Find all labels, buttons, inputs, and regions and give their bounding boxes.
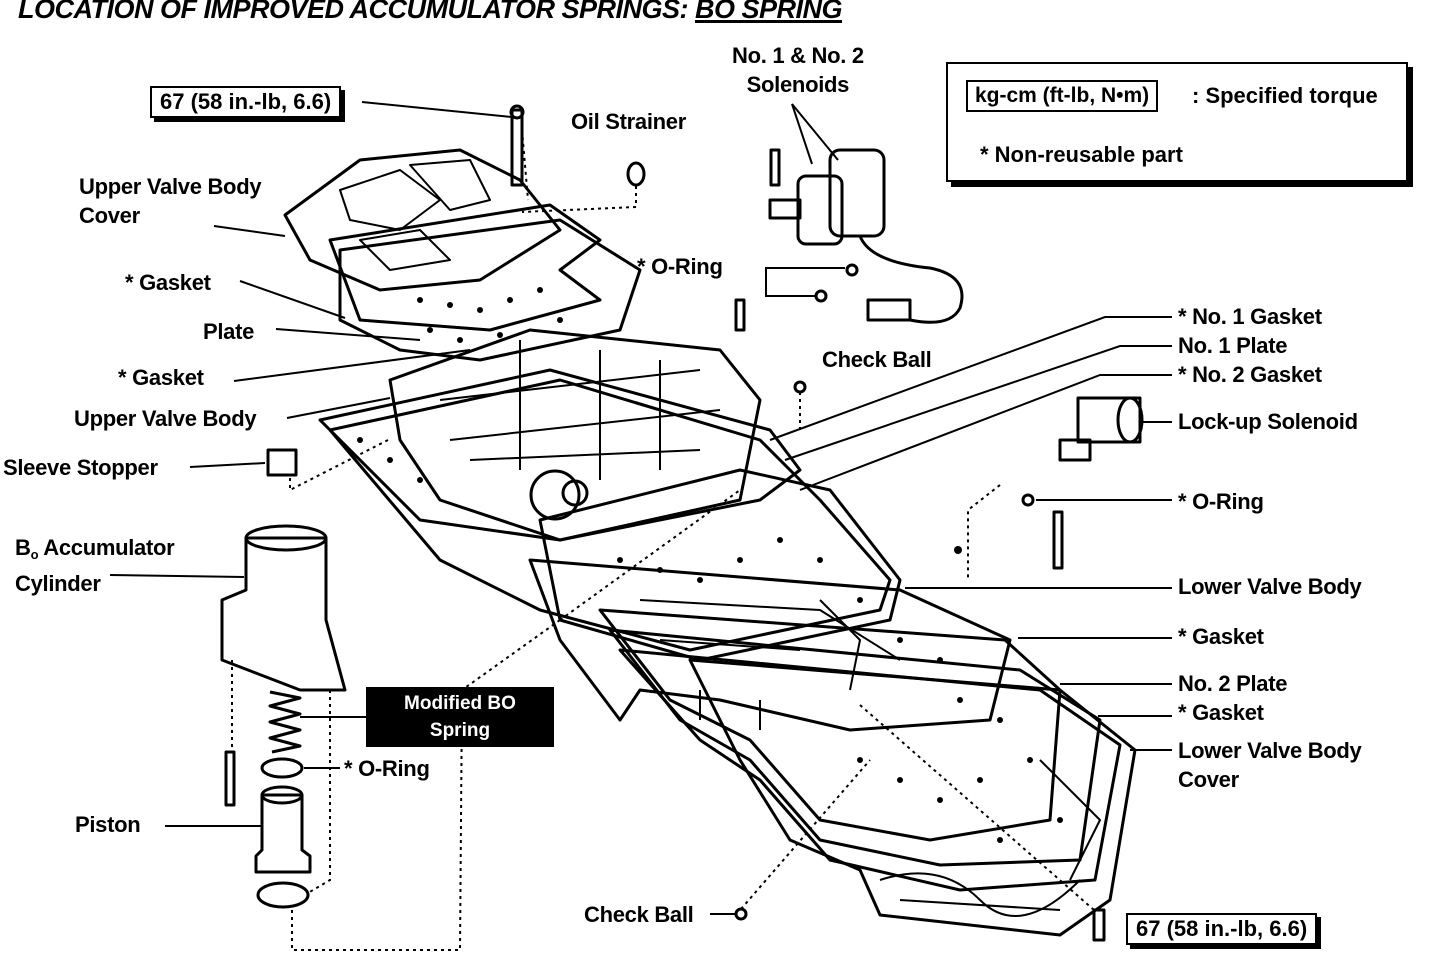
upper-plate-shape xyxy=(338,218,642,362)
label-o-ring-top: * O-Ring xyxy=(637,254,723,279)
piston-top xyxy=(260,785,304,805)
solenoid-2-body xyxy=(828,148,886,238)
gasket-lower-2-shape xyxy=(618,648,1122,892)
upper-cover-detail xyxy=(339,159,491,271)
o-ring-right-part xyxy=(1021,493,1035,507)
solenoid-connector xyxy=(866,298,912,322)
gasket-lower-1-shape xyxy=(598,608,1062,842)
accumulator-cylinder-shape xyxy=(220,536,347,692)
label-lower-valve-body: Lower Valve Body xyxy=(1178,574,1362,599)
accumulator-letter: B xyxy=(15,535,31,560)
lockup-solenoid-shape xyxy=(1058,396,1142,462)
label-gasket-3: * Gasket xyxy=(1178,624,1264,649)
label-piston: Piston xyxy=(75,812,141,837)
label-plate: Plate xyxy=(203,319,255,344)
assembly-guides xyxy=(231,129,1095,951)
label-no1-plate: No. 1 Plate xyxy=(1178,333,1288,358)
label-solenoids: No. 1 & No. 2 Solenoids xyxy=(732,43,864,97)
label-gasket-4: * Gasket xyxy=(1178,700,1264,725)
o-ring-top-part-1 xyxy=(845,263,859,277)
torque-legend: kg-cm (ft-lb, N•m) : Specified torque * … xyxy=(946,62,1408,182)
no2-gasket-shape xyxy=(538,468,902,662)
label-upper-valve-body-cover: Upper Valve Body Cover xyxy=(79,174,262,228)
modified-bo-spring-label: Modified BO Spring xyxy=(366,687,554,747)
label-check-ball-bottom: Check Ball xyxy=(584,902,694,927)
lockup-bolt xyxy=(1052,510,1064,570)
bottom-bolt-shape xyxy=(1092,908,1106,942)
title-main: LOCATION OF IMPROVED ACCUMULATOR SPRINGS… xyxy=(18,0,689,24)
accumulator-rest: Accumulator Cylinder xyxy=(15,535,175,596)
check-ball-bottom xyxy=(734,907,748,921)
piston-shape xyxy=(254,793,312,874)
label-o-ring-right: * O-Ring xyxy=(1178,489,1264,514)
oil-strainer-shape xyxy=(626,161,646,187)
accumulator-top xyxy=(244,524,328,552)
check-ball-top xyxy=(793,380,807,394)
label-lower-valve-body-cover: Lower Valve Body Cover xyxy=(1178,738,1362,792)
upper-valve-body-detail xyxy=(439,340,721,480)
torque-spec-bottom: 67 (58 in.-lb, 6.6) xyxy=(1126,913,1318,945)
label-oil-strainer: Oil Strainer xyxy=(571,109,686,134)
top-bolt-shape xyxy=(510,108,524,187)
modified-bo-spring-shape xyxy=(268,690,302,754)
label-check-ball-top: Check Ball xyxy=(822,347,932,372)
page-title: LOCATION OF IMPROVED ACCUMULATOR SPRINGS… xyxy=(18,0,843,25)
label-gasket-2: * Gasket xyxy=(118,365,204,390)
label-accumulator-cylinder: Bo Accumulator Cylinder xyxy=(15,533,175,598)
label-upper-valve-body: Upper Valve Body xyxy=(74,406,257,431)
lockup-solenoid-end xyxy=(1116,396,1144,444)
solenoid-wire xyxy=(858,235,964,324)
sleeve-stopper-shape xyxy=(266,448,298,477)
leader-lines xyxy=(109,101,1172,915)
label-lockup-solenoid: Lock-up Solenoid xyxy=(1178,409,1358,434)
solenoid-bolt xyxy=(769,148,781,187)
upper-cover-shape xyxy=(283,148,562,292)
legend-unit-box: kg-cm (ft-lb, N•m) xyxy=(966,80,1159,112)
o-ring-top-part-2 xyxy=(814,289,828,303)
o-ring-lower xyxy=(256,881,310,909)
legend-non-reusable: * Non-reusable part xyxy=(980,142,1183,167)
valve-body-fitting xyxy=(529,469,581,521)
lower-valve-body-detail xyxy=(639,599,901,730)
no2-plate-shape xyxy=(608,628,1102,867)
solenoid-mount xyxy=(768,198,802,220)
no1-gasket-shape xyxy=(318,368,802,542)
label-o-ring-left: * O-Ring xyxy=(344,756,430,781)
lower-valve-body-shape xyxy=(528,558,1012,732)
label-sleeve-stopper: Sleeve Stopper xyxy=(3,455,158,480)
label-no2-gasket: * No. 2 Gasket xyxy=(1178,362,1322,387)
o-ring-upper xyxy=(260,757,304,779)
solenoid-1-body xyxy=(796,174,844,246)
torque-spec-top: 67 (58 in.-lb, 6.6) xyxy=(150,86,342,118)
label-no1-gasket: * No. 1 Gasket xyxy=(1178,304,1322,329)
solenoid-bolt-2 xyxy=(734,298,746,332)
piston-bolt xyxy=(224,750,236,807)
legend-unit-text: : Specified torque xyxy=(1192,83,1378,108)
valve-body-fitting-inner xyxy=(561,479,589,507)
top-bolt-head xyxy=(509,104,525,120)
accumulator-subscript: o xyxy=(30,547,39,562)
title-emphasis: BO SPRING xyxy=(695,0,843,24)
plate-holes xyxy=(357,287,1063,843)
label-gasket-1: * Gasket xyxy=(125,270,211,295)
label-no2-plate: No. 2 Plate xyxy=(1178,671,1288,696)
